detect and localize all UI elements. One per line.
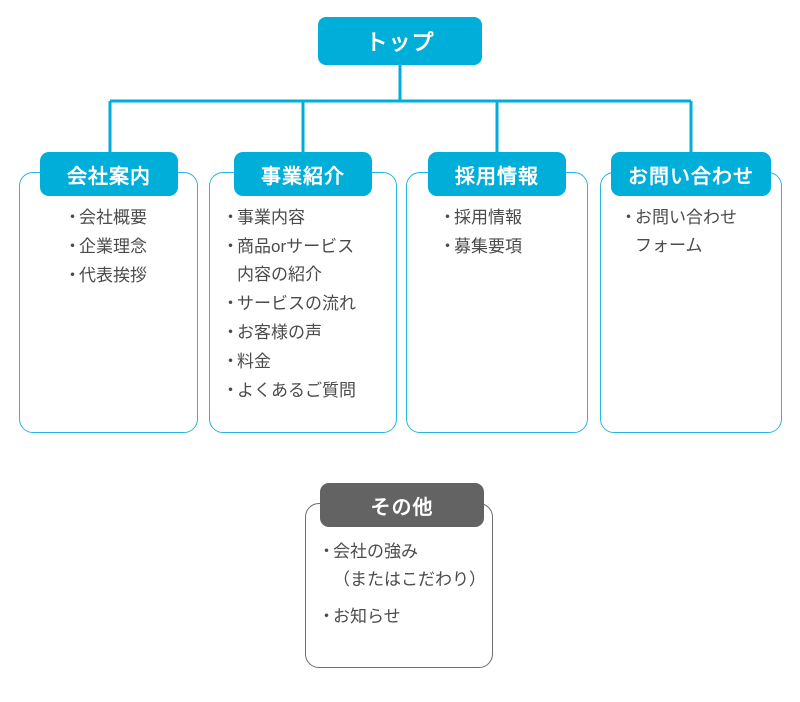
list-item-line: 内容の紹介 [237,265,322,284]
list-item-label: 会社概要 [79,208,147,227]
bullet-icon: ・ [439,208,456,227]
list-item-label: 商品orサービス 内容の紹介 [237,233,354,289]
list-item-label: 事業内容 [237,208,305,227]
bullet-icon: ・ [64,237,81,256]
list-item-label: 料金 [237,352,271,371]
card-contact-header-label: お問い合わせ [628,165,754,188]
card-recruit-body [406,172,588,433]
list-item-label: 募集要項 [454,237,522,256]
card-business[interactable]: 事業紹介 ・ 事業内容 ・ 商品orサービス 内容の紹介 ・ サービスの流れ ・… [209,152,397,433]
list-item[interactable]: ・ 料金 [222,348,397,376]
card-contact-list: ・ お問い合わせ フォーム [600,204,782,261]
list-item-line: フォーム [635,236,703,255]
list-item-label: よくあるご質問 [237,381,356,400]
bullet-icon: ・ [222,381,239,400]
bullet-icon: ・ [222,208,239,227]
list-item[interactable]: ・ サービスの流れ [222,290,397,318]
card-business-list: ・ 事業内容 ・ 商品orサービス 内容の紹介 ・ サービスの流れ ・ お客様の… [209,204,397,406]
list-item[interactable]: ・ 会社概要 [64,204,198,232]
list-item-line: 会社の強み [333,542,418,561]
list-item-label: 会社の強み （またはこだわり） [333,538,486,594]
bullet-icon: ・ [64,266,81,285]
list-item-label: お客様の声 [237,323,322,342]
bullet-icon: ・ [439,237,456,256]
card-other-list: ・ 会社の強み （またはこだわり） ・ お知らせ [305,538,493,640]
card-other[interactable]: その他 ・ 会社の強み （またはこだわり） ・ お知らせ [305,483,493,668]
list-item-label: お問い合わせ フォーム [635,204,737,260]
bullet-icon: ・ [64,208,81,227]
card-recruit-header[interactable]: 採用情報 [428,152,566,196]
list-item-label: 採用情報 [454,208,522,227]
node-top[interactable]: トップ [318,17,482,65]
list-item[interactable]: ・ よくあるご質問 [222,377,397,405]
card-company[interactable]: 会社案内 ・ 会社概要 ・ 企業理念 ・ 代表挨拶 [19,152,198,433]
list-item-label: お知らせ [333,607,401,626]
card-contact-header[interactable]: お問い合わせ [611,152,771,196]
list-item[interactable]: ・ 企業理念 [64,233,198,261]
card-other-body [305,503,493,668]
bullet-icon: ・ [620,208,637,227]
card-business-body [209,172,397,433]
list-item-line: お問い合わせ [635,208,737,227]
bullet-icon: ・ [222,323,239,342]
list-item[interactable]: ・ お知らせ [318,603,493,631]
card-company-list: ・ 会社概要 ・ 企業理念 ・ 代表挨拶 [19,204,198,291]
list-item[interactable]: ・ 商品orサービス 内容の紹介 [222,233,397,289]
card-company-header-label: 会社案内 [67,165,151,188]
card-company-header[interactable]: 会社案内 [40,152,178,196]
card-recruit-list: ・ 採用情報 ・ 募集要項 [406,204,588,262]
list-item[interactable]: ・ 会社の強み （またはこだわり） [318,538,493,594]
list-item[interactable]: ・ 募集要項 [439,233,588,261]
list-item-line: 商品orサービス [237,237,355,256]
list-item-line: （またはこだわり） [333,570,486,589]
bullet-icon: ・ [222,237,239,256]
list-item-label: 代表挨拶 [79,266,147,285]
card-business-header-label: 事業紹介 [261,165,345,188]
list-item[interactable]: ・ 代表挨拶 [64,262,198,290]
list-item-label: サービスの流れ [237,294,356,313]
list-item-label: 企業理念 [79,237,147,256]
bullet-icon: ・ [318,607,335,626]
list-item[interactable]: ・ お問い合わせ フォーム [620,204,782,260]
card-business-header[interactable]: 事業紹介 [234,152,372,196]
card-other-header[interactable]: その他 [320,483,484,527]
bullet-icon: ・ [222,294,239,313]
bullet-icon: ・ [222,352,239,371]
list-item[interactable]: ・ 採用情報 [439,204,588,232]
list-item[interactable]: ・ お客様の声 [222,319,397,347]
card-company-body [19,172,198,433]
bullet-icon: ・ [318,542,335,561]
card-recruit[interactable]: 採用情報 ・ 採用情報 ・ 募集要項 [406,152,588,433]
card-recruit-header-label: 採用情報 [455,165,539,188]
list-item[interactable]: ・ 事業内容 [222,204,397,232]
node-top-label: トップ [365,30,435,55]
card-contact-body [600,172,782,433]
card-other-header-label: その他 [370,496,434,519]
card-contact[interactable]: お問い合わせ ・ お問い合わせ フォーム [600,152,782,433]
